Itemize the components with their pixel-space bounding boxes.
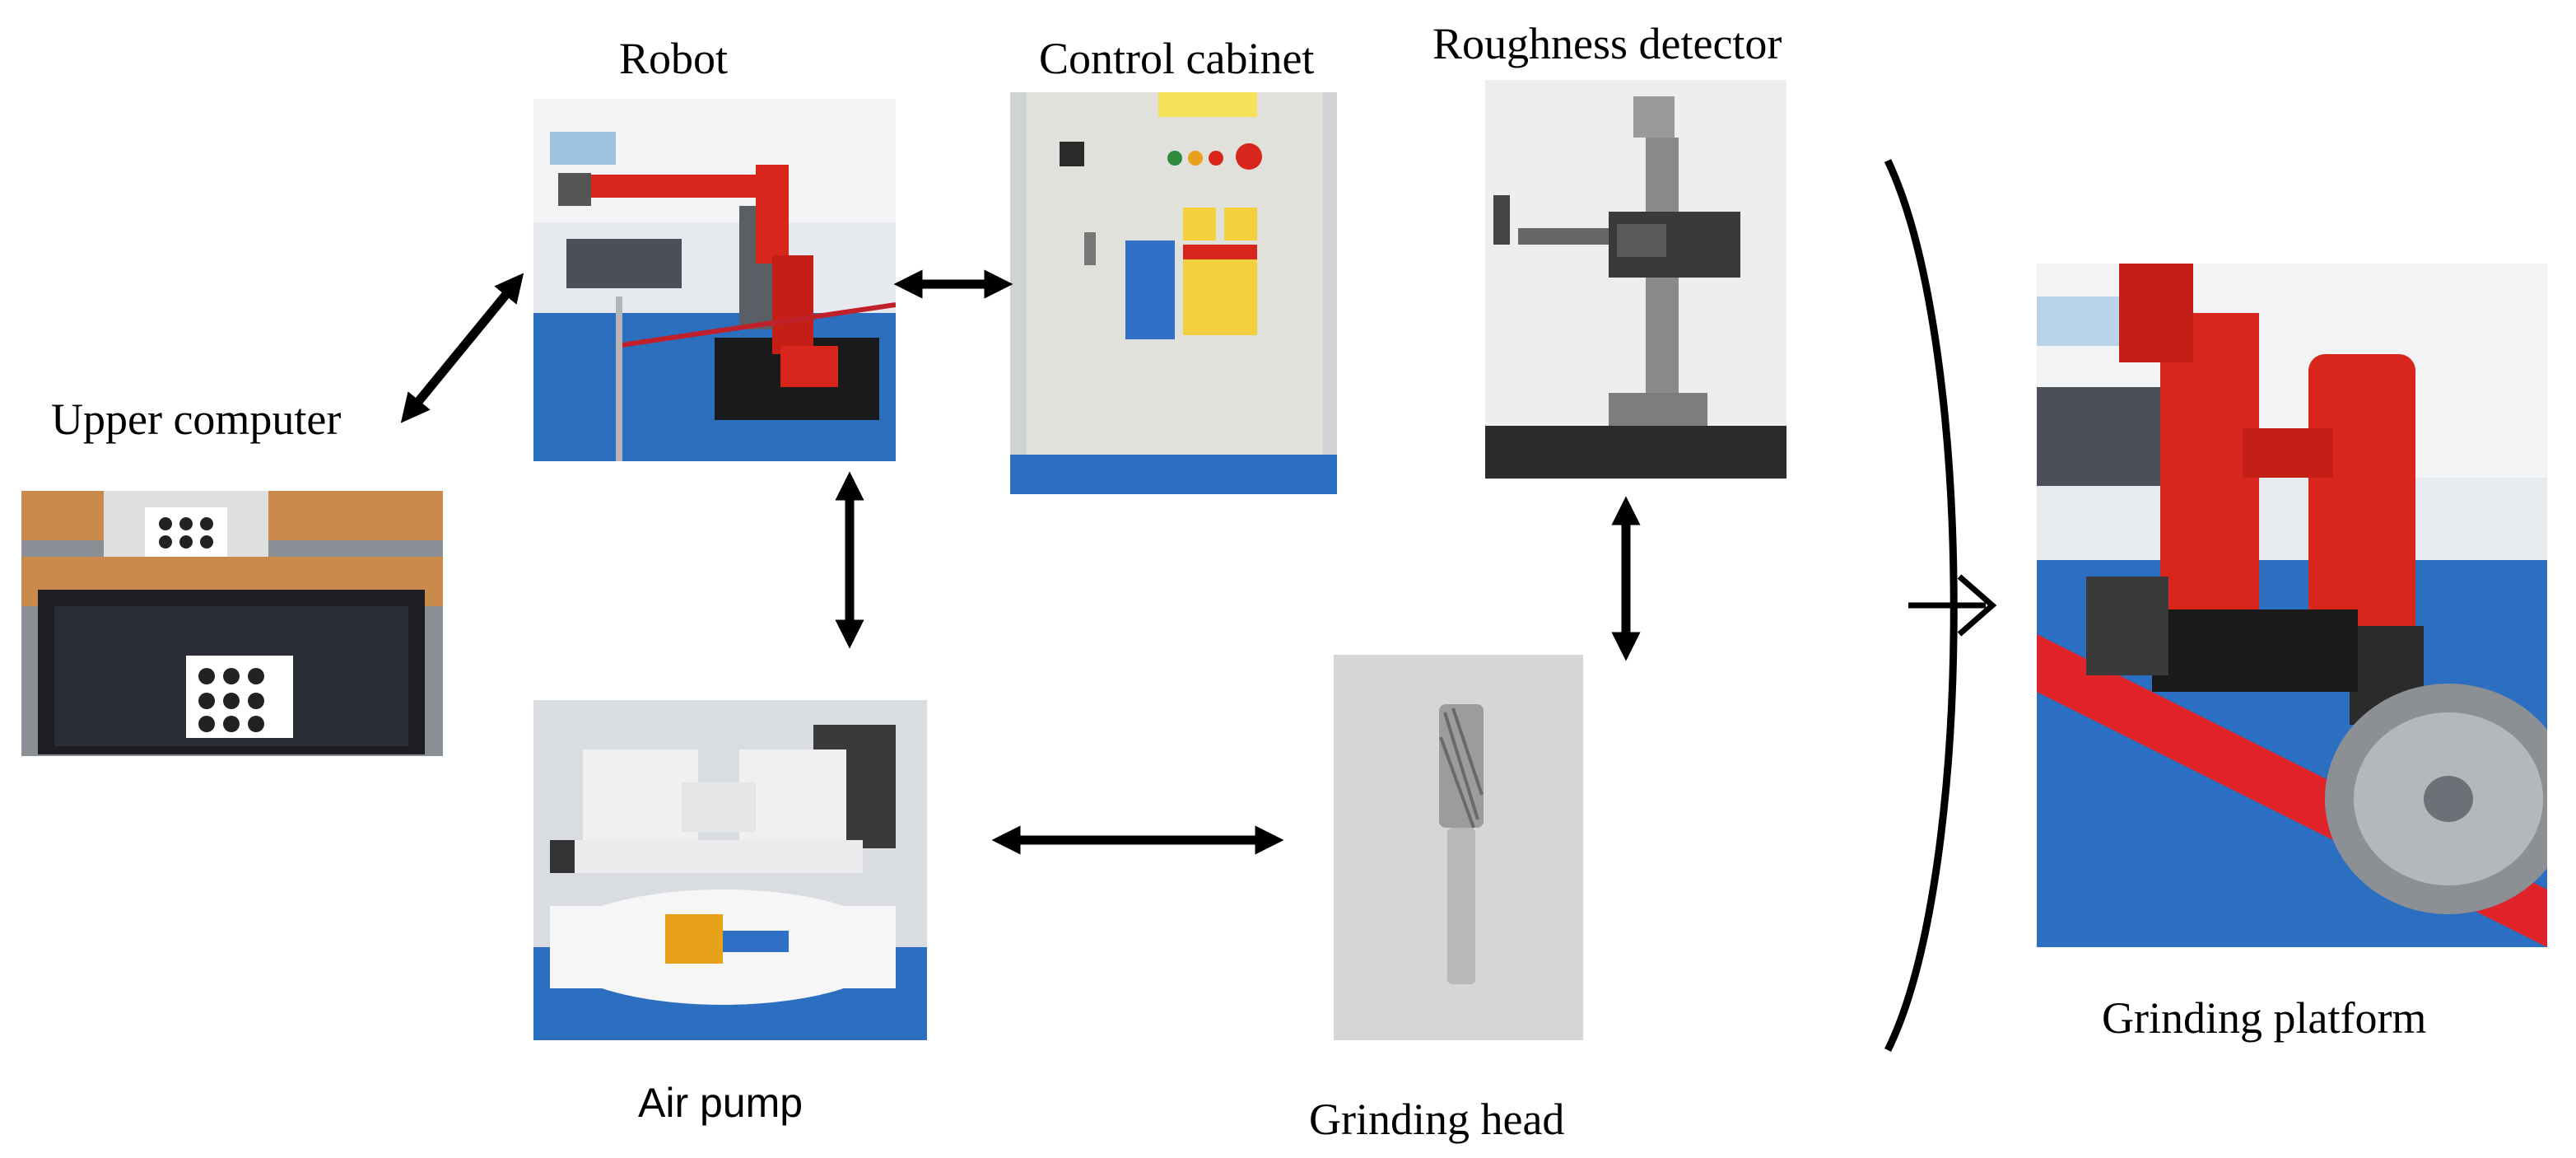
label-robot: Robot [619, 34, 729, 83]
label-roughness-detector: Roughness detector [1432, 19, 1782, 68]
label-grinding-head: Grinding head [1309, 1095, 1565, 1144]
control-cabinet-photo [1010, 92, 1337, 494]
grouping-brace [1884, 159, 1958, 1053]
grinding-head-photo [1334, 655, 1583, 1040]
upper-computer-photo [21, 491, 443, 756]
label-air-pump: Air pump [638, 1080, 804, 1126]
roughness-detector-photo [1485, 80, 1786, 479]
arrow-to-grinding-platform-head [1957, 574, 1997, 637]
grinding-platform-photo [2037, 264, 2547, 947]
robot-photo [533, 99, 896, 461]
arrow-robot-upper-computer [400, 273, 524, 423]
label-upper-computer: Upper computer [51, 395, 342, 444]
air-pump-photo [533, 700, 927, 1040]
label-grinding-platform: Grinding platform [2102, 993, 2427, 1043]
label-control-cabinet: Control cabinet [1039, 34, 1315, 83]
